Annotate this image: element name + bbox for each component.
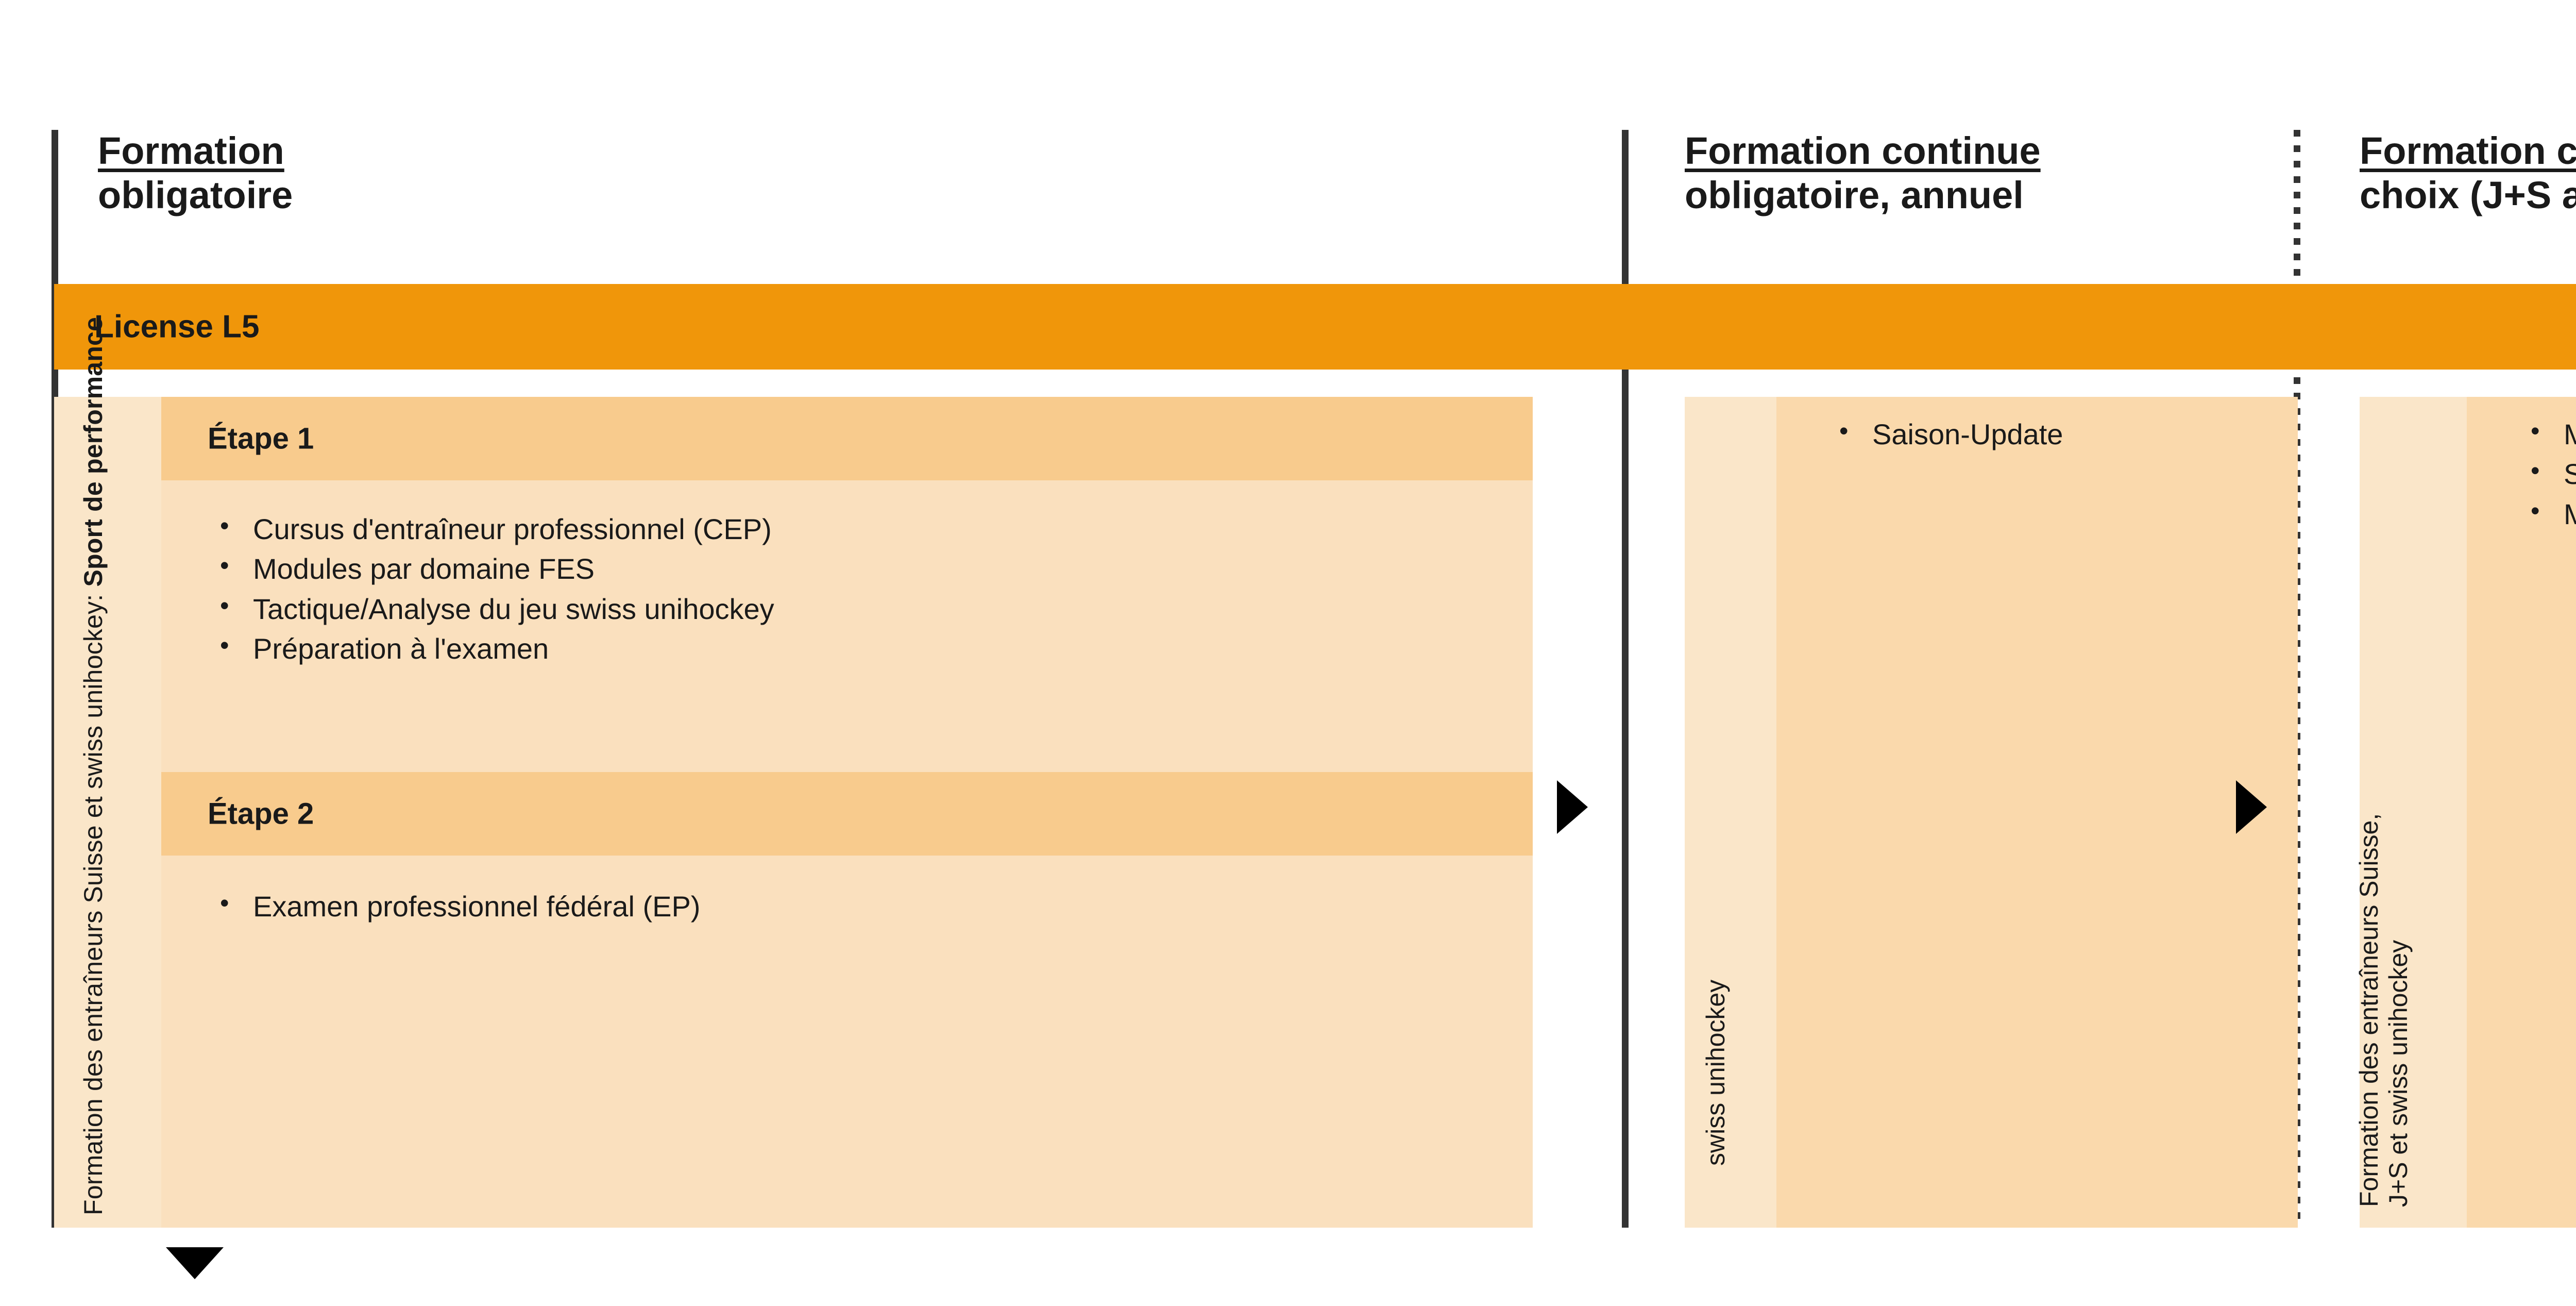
column3-header-line2: choix (J+S au moins tous les 2 ans) bbox=[2360, 173, 2576, 216]
stage1-list: Cursus d'entraîneur professionnel (CEP) … bbox=[208, 508, 774, 668]
column1-vertical-label-regular: Formation des entraîneurs Suisse et swis… bbox=[79, 587, 108, 1215]
column2-side-strip: swiss unihockey bbox=[1685, 397, 1776, 1228]
arrow-right-icon bbox=[2236, 780, 2267, 834]
stage1-band: Étape 1 bbox=[161, 397, 1533, 480]
column2-header-line2: obligatoire, annuel bbox=[1685, 173, 2024, 216]
panel-formation-continue-choix: Formation des entraîneurs Suisse, J+S et… bbox=[2354, 397, 2576, 1228]
stage2-title: Étape 2 bbox=[208, 797, 314, 831]
column3-vertical-label-line2: J+S et swiss unihockey bbox=[2384, 940, 2413, 1207]
column3-body: Modules par domaine FES Séminaires / JEM… bbox=[2467, 397, 2576, 1228]
column1-side-strip: Formation des entraîneurs Suisse et swis… bbox=[54, 317, 161, 1228]
stage2-band: Étape 2 bbox=[161, 772, 1533, 856]
list-item: Examen professionnel fédéral (EP) bbox=[208, 885, 700, 926]
arrow-right-icon bbox=[1557, 780, 1588, 834]
column3-header-line1: Formation continue bbox=[2360, 129, 2576, 172]
column1-body: Étape 1 Cursus d'entraîneur professionne… bbox=[161, 397, 1533, 1228]
list-item: Modules par domaine FES bbox=[208, 548, 774, 589]
panel-formation-continue-obligatoire: swiss unihockey Saison-Update bbox=[1685, 397, 2298, 1228]
license-label: License L5 bbox=[94, 309, 260, 345]
column2-vertical-label: swiss unihockey bbox=[1701, 979, 1730, 1166]
column1-header-line2: obligatoire bbox=[98, 173, 293, 216]
column1-vertical-label-bold: Sport de performance bbox=[79, 316, 108, 587]
panel-formation-obligatoire: Formation des entraîneurs Suisse et swis… bbox=[54, 317, 1533, 1228]
column3-list: Modules par domaine FES Séminaires / JEM… bbox=[2518, 413, 2576, 534]
column1-vertical-label: Formation des entraîneurs Suisse et swis… bbox=[79, 317, 108, 1215]
list-item: Modules par domaine FES bbox=[2518, 413, 2576, 454]
list-item: Séminaires / JEM bbox=[2518, 453, 2576, 494]
column2-body: Saison-Update bbox=[1776, 397, 2298, 1228]
column1-header-line1: Formation bbox=[98, 129, 284, 172]
list-item: Tactique/Analyse du jeu swiss unihockey bbox=[208, 588, 774, 629]
arrow-down-icon bbox=[166, 1247, 224, 1279]
column-header-formation-continue-obligatoire: Formation continue obligatoire, annuel bbox=[1685, 129, 2041, 217]
list-item: Saison-Update bbox=[1827, 413, 2063, 454]
list-item: Modules Formation continue J+S bbox=[2518, 493, 2576, 534]
column3-side-strip: Formation des entraîneurs Suisse, J+S et… bbox=[2354, 397, 2467, 1228]
column-header-formation-continue-choix: Formation continue choix (J+S au moins t… bbox=[2360, 129, 2576, 217]
list-item: Préparation à l'examen bbox=[208, 628, 774, 668]
column2-list: Saison-Update bbox=[1827, 413, 2063, 454]
column-header-formation-obligatoire: Formation obligatoire bbox=[98, 129, 293, 217]
column2-header-line1: Formation continue bbox=[1685, 129, 2041, 172]
license-banner: License L5 bbox=[54, 284, 2576, 370]
list-item: Cursus d'entraîneur professionnel (CEP) bbox=[208, 508, 774, 549]
stage2-list: Examen professionnel fédéral (EP) bbox=[208, 885, 700, 926]
column3-vertical-label-line1: Formation des entraîneurs Suisse, bbox=[2354, 813, 2383, 1207]
stage1-title: Étape 1 bbox=[208, 422, 314, 456]
divider-middle bbox=[1622, 130, 1629, 1228]
column3-vertical-label: Formation des entraîneurs Suisse, J+S et… bbox=[2354, 813, 2413, 1207]
